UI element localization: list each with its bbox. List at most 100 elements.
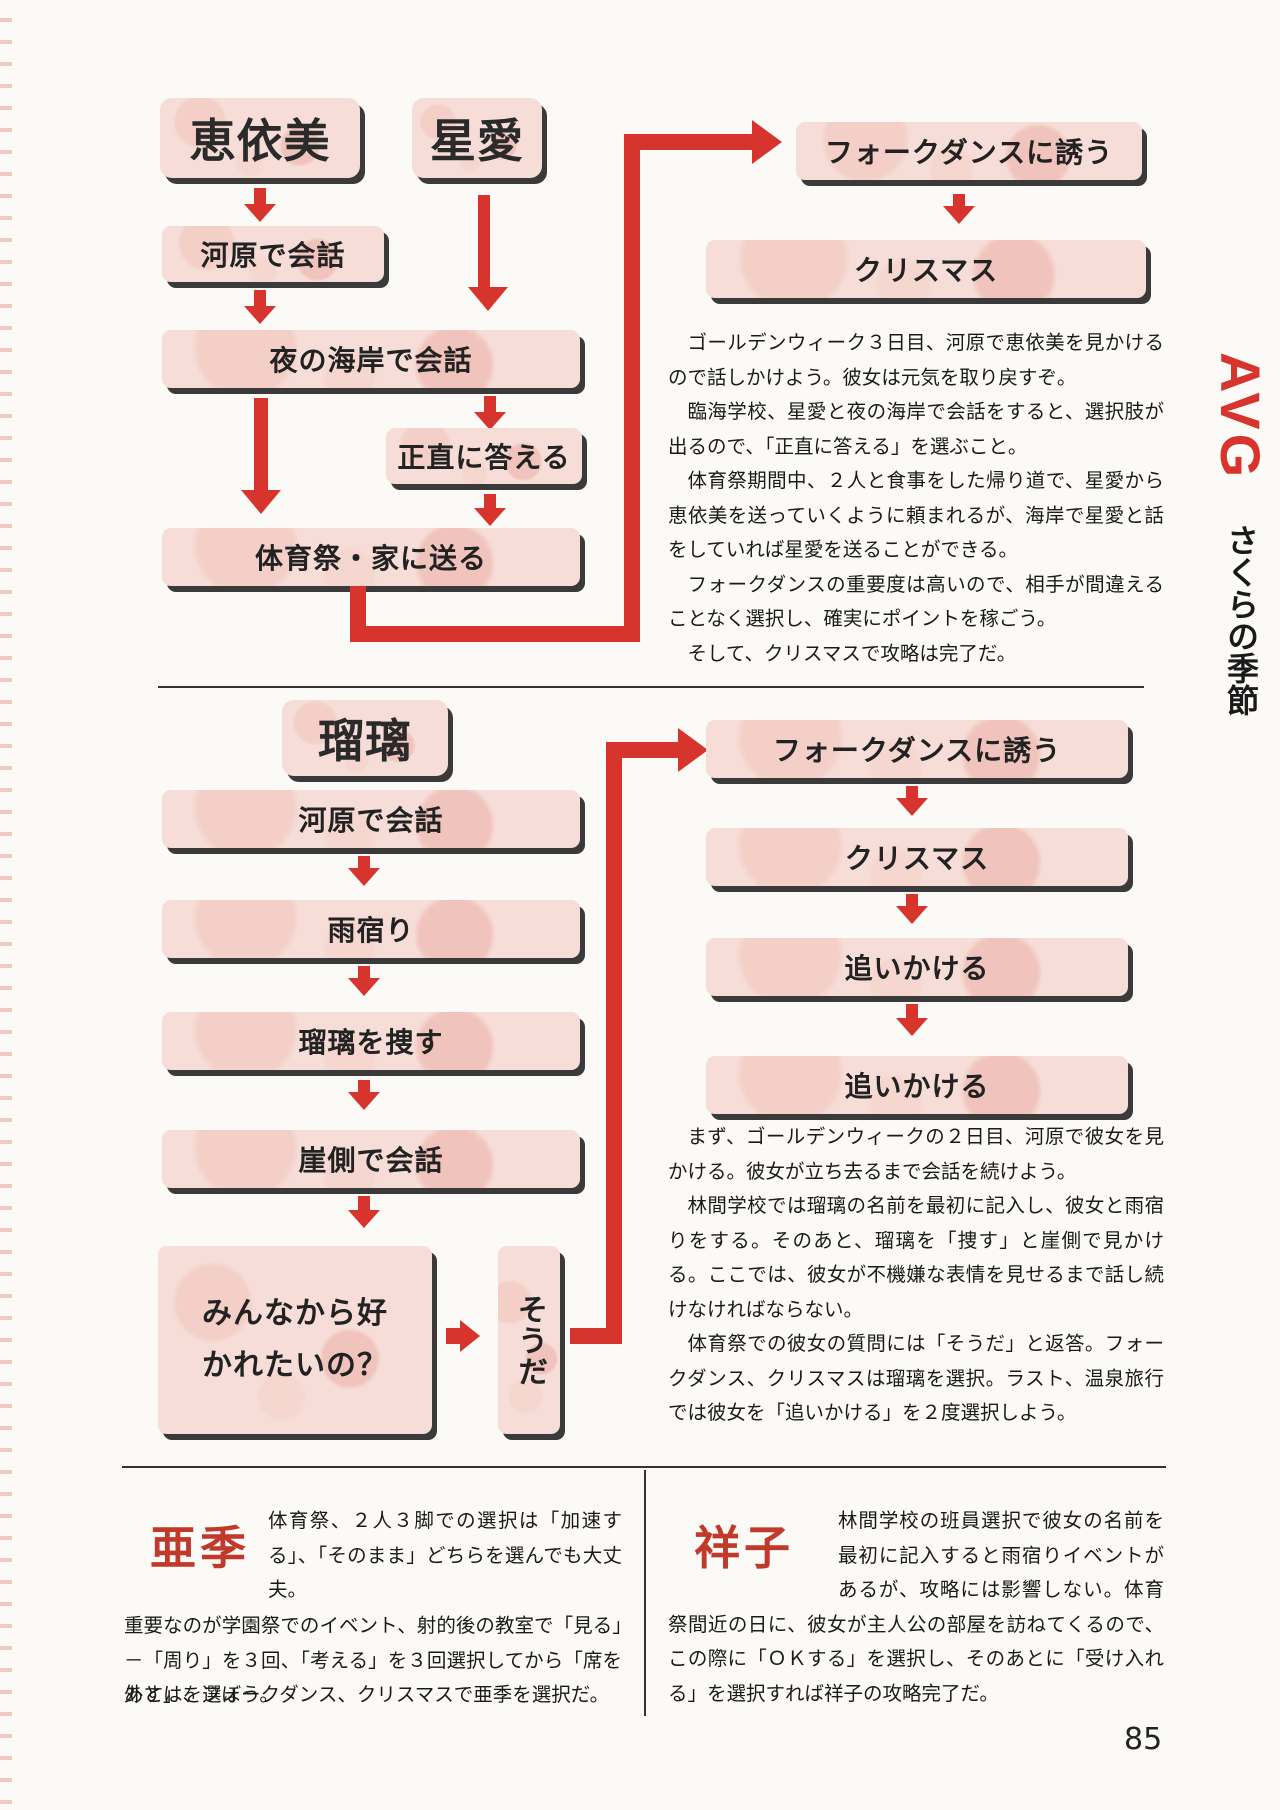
flow-box-sagasu: 瑠璃を捜す [162,1012,580,1070]
arrow-head-down [244,204,276,222]
flow-label: 正直に答える [397,441,571,474]
flow-box-xmas-1: クリスマス [706,240,1146,298]
arrow-shaft [484,396,496,412]
arrow-shaft [906,1004,918,1020]
connector-arrow [606,742,622,1344]
flow-box-shoujiki: 正直に答える [386,428,582,484]
side-title-sub: さくらの季節 [1218,524,1262,724]
aki-text-body-span: 重要なのが学園祭でのイベント、射的後の教室で「見る」－「周り」を３回、「考える」… [124,1614,622,1706]
name-aki: 亜季 [150,1521,250,1575]
connector-arrow [606,742,682,758]
arrow-head-down [244,306,276,324]
arrow-head-down [474,412,506,430]
aki-text-body: 重要なのが学園祭でのイベント、射的後の教室で「見る」－「周り」を３回、「考える」… [124,1609,622,1713]
paragraph: フォークダンスの重要度は高いので、相手が間違えることなく選択し、確実にポイントを… [668,572,1164,631]
page-number: 85 [1124,1722,1163,1757]
flow-label: 瑠璃を捜す [298,1026,444,1059]
name-box-keimi: 恵依美 [160,98,360,178]
arrow-shaft [358,1080,370,1094]
flow-box-oikakeru-1: 追いかける [706,938,1128,996]
flow-label: クリスマス [853,254,999,287]
flow-box-taiikusai: 体育祭・家に送る [162,528,580,586]
name-box-ruri: 瑠璃 [282,700,448,776]
name-box-seia: 星愛 [412,98,542,178]
arrow-shaft [953,194,965,208]
name-shouko: 祥子 [694,1521,794,1575]
connector-arrow [350,626,640,642]
flow-label: フォークダンスに誘う [772,734,1062,767]
arrow-shaft [254,398,268,490]
divider [158,686,1144,688]
arrow-head-down [896,1018,928,1036]
flow-box-kaigan: 夜の海岸で会話 [162,330,580,388]
flow-label: 体育祭・家に送る [254,542,487,575]
flow-label: 河原で会話 [200,239,346,272]
flow-box-folk-2: フォークダンスに誘う [706,720,1128,778]
connector-arrow [624,134,640,642]
paragraph: 体育祭での彼女の質問には「そうだ」と返答。フォークダンス、クリスマスは瑠璃を選択… [668,1332,1164,1424]
section1-text: ゴールデンウィーク３日目、河原で恵依美を見かけるので話しかけよう。彼女は元気を取… [668,326,1164,671]
question-line: みんなから好 [202,1296,388,1331]
flow-label: クリスマス [844,842,990,875]
flow-box-folk-1: フォークダンスに誘う [796,122,1142,180]
name-seia: 星愛 [430,114,524,168]
flow-box-souda: そうだ [498,1246,560,1434]
arrow-shaft [446,1328,460,1344]
page-edge [0,0,12,1810]
arrow-shaft [358,966,370,980]
flow-label: 追いかける [844,1070,990,1103]
arrow-shaft [906,786,918,800]
arrow-head-down [348,1210,380,1228]
arrow-head-right [678,728,708,772]
divider [122,1466,1166,1468]
arrow-shaft [254,290,266,306]
paragraph: 体育祭期間中、２人と食事をした帰り道で、星愛から恵依美を送っていくように頼まれる… [668,469,1164,561]
arrow-head-down [241,490,281,514]
arrow-head-down [348,868,380,886]
flow-box-kawara: 河原で会話 [162,226,384,282]
paragraph: そして、クリスマスで攻略は完了だ。 [687,641,1017,665]
connector-arrow [624,134,754,150]
arrow-shaft [358,856,370,870]
arrow-shaft [478,195,490,287]
arrow-shaft [484,494,496,508]
arrow-shaft [254,188,266,204]
arrow-head-right [460,1320,480,1352]
arrow-head-down [348,1092,380,1110]
paragraph: まず、ゴールデンウィークの２日目、河原で彼女を見かける。彼女が立ち去るまで会話を… [668,1125,1164,1183]
name-space [668,1504,838,1574]
side-title-sakura: さくらの季節 [1222,524,1260,716]
arrow-head-down [943,206,975,224]
flow-box-gake: 崖側で会話 [162,1130,580,1188]
arrow-head-down [474,508,506,526]
arrow-head-down [348,978,380,996]
arrow-shaft [906,894,918,908]
aki-text-tail: あとは、フォークダンス、クリスマスで亜季を選択だ。 [124,1683,610,1706]
column-divider [644,1470,646,1716]
flow-label: 追いかける [844,952,990,985]
arrow-head-down [896,906,928,924]
flow-label: そうだ [512,1293,547,1387]
section2-text: まず、ゴールデンウィークの２日目、河原で彼女を見かける。彼女が立ち去るまで会話を… [668,1120,1164,1431]
paragraph: 林間学校では瑠璃の名前を最初に記入し、彼女と雨宿りをする。そのあと、瑠璃を「捜す… [668,1194,1164,1321]
flow-label: 雨宿り [327,914,415,947]
shouko-text: 林間学校の班員選択で彼女の名前を最初に記入すると雨宿りイベントがあるが、攻略には… [668,1504,1164,1711]
flow-label: 河原で会話 [298,804,444,837]
flow-box-xmas-2: クリスマス [706,828,1128,886]
arrow-head-right [752,120,782,164]
name-ruri: 瑠璃 [318,714,412,768]
shouko-text-span: 林間学校の班員選択で彼女の名前を最初に記入すると雨宿りイベントがあるが、攻略には… [668,1509,1164,1705]
question-line: かれたいの？ [202,1348,388,1383]
flow-label: 夜の海岸で会話 [269,344,473,377]
paragraph: 臨海学校、星愛と夜の海岸で会話をすると、選択肢が出るので、「正直に答える」を選ぶ… [668,400,1164,458]
flow-label: 崖側で会話 [298,1144,444,1177]
aki-text-head: 体育祭、２人３脚での選択は「加速する」、「そのまま」どちらを選んでも大丈夫。 [268,1509,622,1601]
flow-box-amayadori: 雨宿り [162,900,580,958]
flow-box-question: みんなから好 かれたいの？ [158,1246,432,1434]
arrow-head-down [896,798,928,816]
name-keimi: 恵依美 [189,114,331,168]
arrow-head-down [468,287,508,311]
side-title-main: AVG [1208,352,1272,502]
flow-box-oikakeru-2: 追いかける [706,1056,1128,1114]
flow-label: フォークダンスに誘う [824,136,1114,169]
